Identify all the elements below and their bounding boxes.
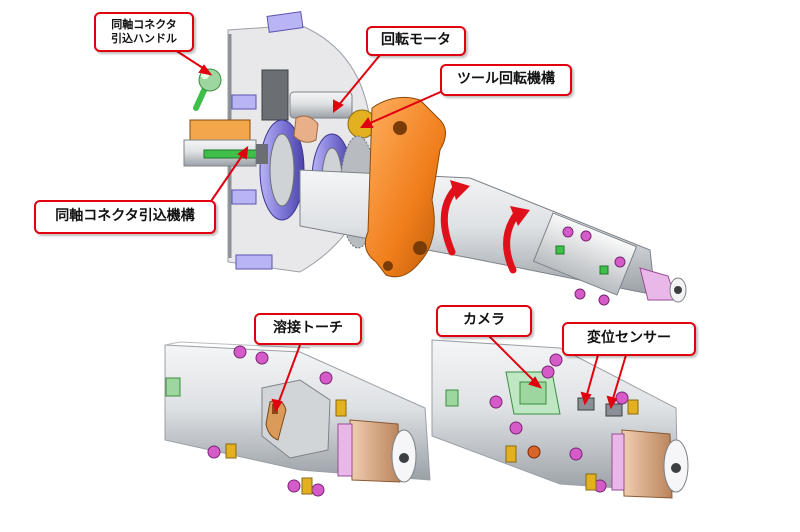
callout-welding-torch: 溶接トーチ xyxy=(254,313,362,345)
head-fasteners xyxy=(562,226,626,306)
camera-sensor-view xyxy=(431,339,689,499)
callout-tool-rotation: ツール回転機構 xyxy=(440,64,572,96)
leader-tool-rotation xyxy=(367,89,446,125)
top-assembly xyxy=(183,11,687,306)
welding-torch-view xyxy=(164,341,431,497)
callout-camera: カメラ xyxy=(436,305,532,337)
leader-camera xyxy=(487,334,537,384)
callout-displacement-sensor: 変位センサー xyxy=(562,322,696,356)
leader-sensor-right xyxy=(611,354,627,403)
callout-connector-retraction: 同軸コネクタ引込機構 xyxy=(34,200,216,234)
sensor-right xyxy=(605,403,623,417)
callout-rotation-motor: 回転モータ xyxy=(366,26,466,56)
leader-lines xyxy=(174,49,627,413)
leader-sensor-left xyxy=(585,354,599,399)
leader-connector-handle xyxy=(174,49,207,71)
leader-welding-torch xyxy=(277,344,301,405)
leader-rotation-motor xyxy=(337,54,381,107)
callout-connector-handle: 同軸コネクタ 引込ハンドル xyxy=(94,12,194,52)
motor-body xyxy=(289,91,353,119)
